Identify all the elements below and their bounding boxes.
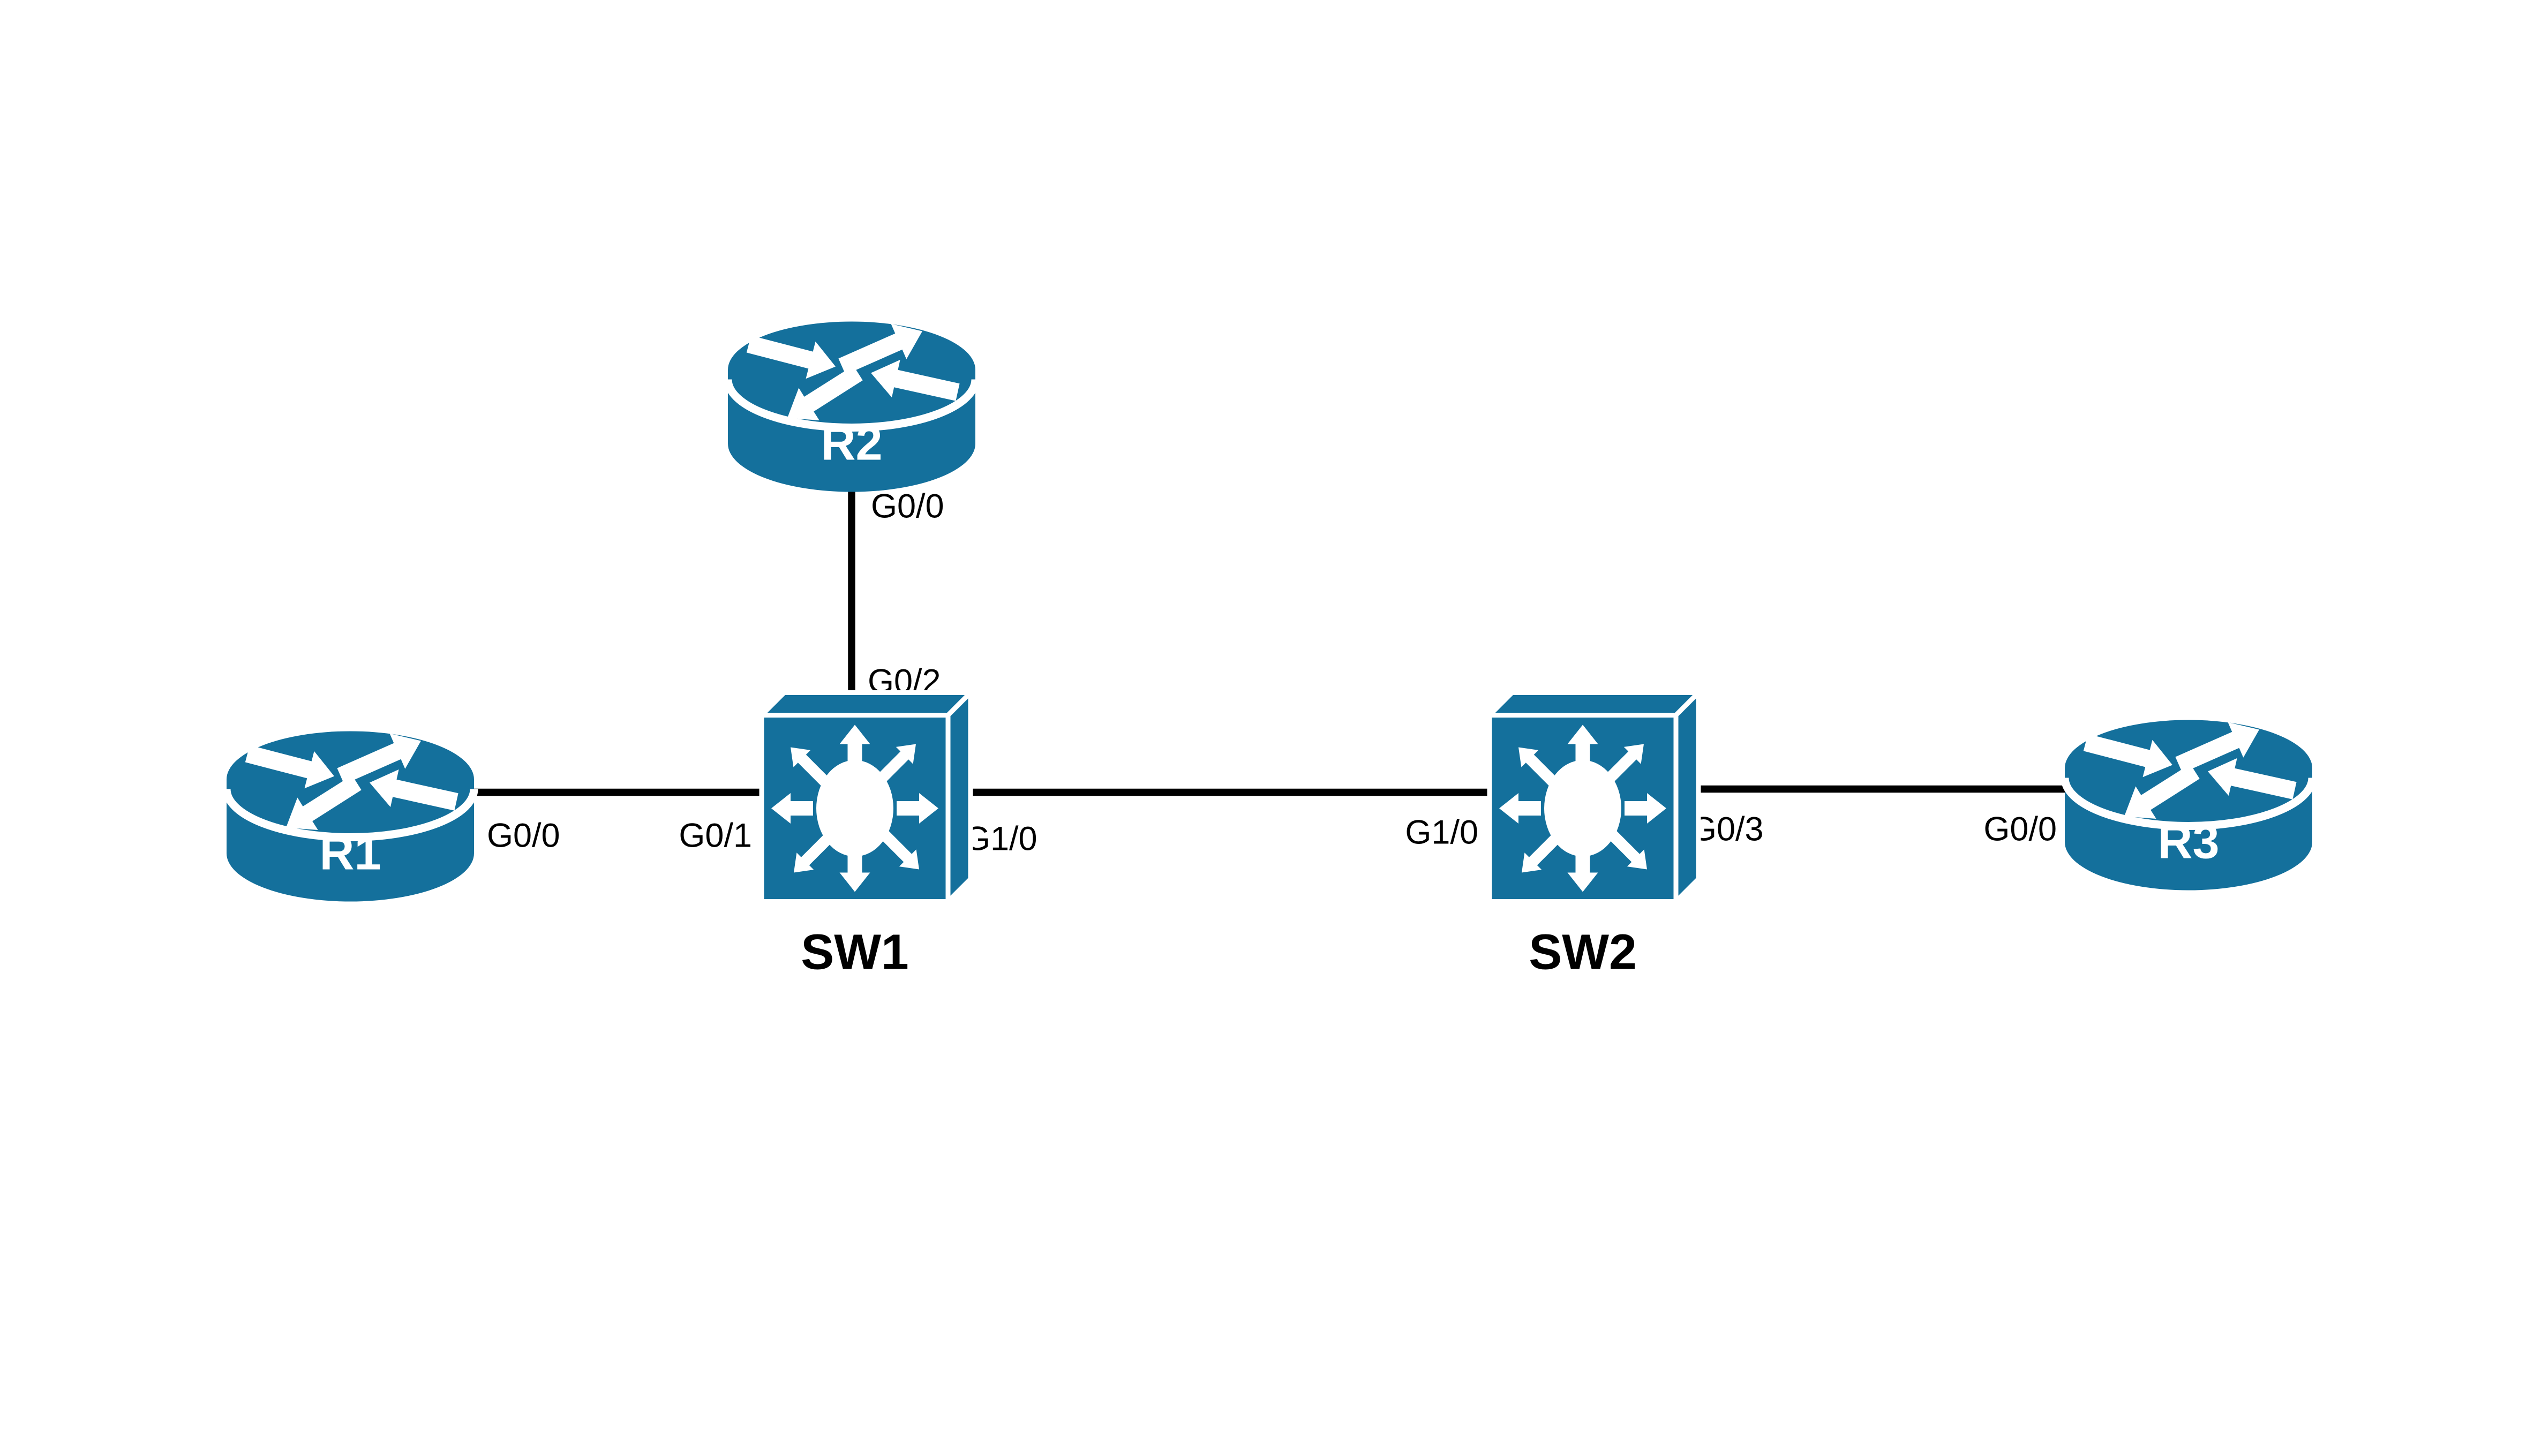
links-layer	[466, 479, 2076, 796]
interface-label-r1-g0-0[interactable]: G0/0	[487, 817, 560, 855]
interface-label-sw2-g1-0[interactable]: G1/0	[1405, 814, 1478, 851]
interface-label-r3-g0-0[interactable]: G0/0	[1983, 811, 2057, 848]
interface-label-sw2-g0-3[interactable]: G0/3	[1690, 811, 1764, 848]
node-r1[interactable]: R1	[227, 731, 474, 902]
node-r2[interactable]: R2	[728, 322, 975, 492]
interface-labels-layer: G0/0 G0/1 G0/0 G0/2 G1/0 G1/0 G0/3 G0/0	[487, 488, 2057, 858]
node-r3[interactable]: R3	[2065, 720, 2312, 891]
node-label-sw1[interactable]: SW1	[801, 924, 909, 980]
node-label-sw2[interactable]: SW2	[1529, 924, 1637, 980]
node-label-r3[interactable]: R3	[2157, 816, 2219, 869]
interface-label-sw1-g1-0[interactable]: G1/0	[964, 820, 1037, 858]
node-label-r2[interactable]: R2	[821, 417, 882, 471]
node-sw1[interactable]: SW1	[762, 693, 971, 980]
switch-icon[interactable]	[762, 693, 971, 902]
node-sw2[interactable]: SW2	[1490, 693, 1698, 980]
node-label-r1[interactable]: R1	[319, 827, 381, 880]
interface-label-sw1-g0-1[interactable]: G0/1	[679, 817, 752, 855]
interface-label-r2-g0-0[interactable]: G0/0	[871, 488, 944, 525]
switch-icon[interactable]	[1490, 693, 1698, 902]
